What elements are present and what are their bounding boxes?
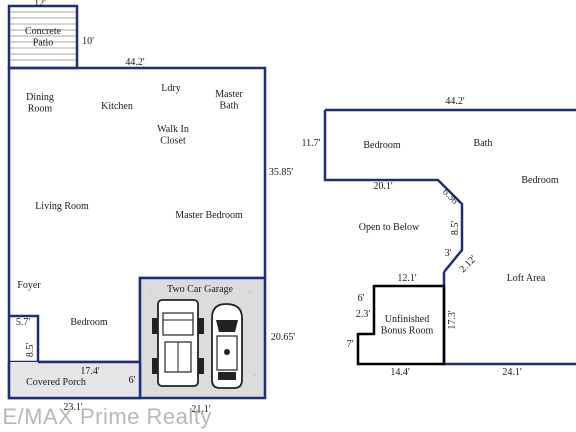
upper-bottom-right-label: 24.1'	[502, 367, 522, 378]
bottom-left-width-label: 23.1'	[63, 402, 83, 413]
bonus-step-label: 6'	[358, 293, 365, 304]
kitchen-label: Kitchen	[101, 101, 133, 112]
covered-porch-label: Covered Porch	[26, 377, 86, 388]
label-line: Bonus Room	[381, 326, 434, 337]
porch-width-label: 17.4'	[80, 366, 100, 377]
porch-depth-label: 6'	[129, 375, 136, 386]
ledge-label: 20.1'	[373, 181, 393, 192]
patio-depth-label: 10'	[82, 36, 94, 47]
label-line: Concrete	[25, 26, 62, 37]
watermark-label: RE/MAX Prime Realty	[0, 404, 212, 429]
label-line: Dining	[26, 92, 54, 103]
loft-outline	[442, 272, 576, 366]
label-line: Bath	[220, 101, 239, 112]
label-line: Master	[215, 89, 243, 100]
bonus-room-outline	[356, 284, 446, 366]
bonus-width-label: 12.1'	[397, 273, 417, 284]
top-width-label: 44.2'	[125, 57, 145, 68]
label-line: Patio	[33, 38, 54, 49]
upper-top-width-label: 44.2'	[445, 96, 465, 107]
second-floor-outline	[323, 108, 576, 273]
label-line: Closet	[160, 136, 186, 147]
loft-label: Loft Area	[507, 273, 546, 284]
second-floor-plan	[323, 108, 576, 366]
porch-floor	[9, 362, 140, 398]
bonus-depth-label: 17.3'	[447, 310, 458, 330]
bonus-left-label: 7'	[347, 339, 354, 350]
porch-outline	[7, 362, 142, 400]
laundry-label: Ldry	[161, 83, 180, 94]
garage-label: Two Car Garage	[167, 284, 233, 295]
open-to-below-label: Open to Below	[359, 222, 420, 233]
living-room-label: Living Room	[35, 201, 89, 212]
patio-hatch	[10, 11, 76, 61]
closet-depth-label: 8.5'	[25, 343, 36, 358]
car-left-icon	[152, 299, 204, 387]
stair-width-label: 3'	[445, 248, 452, 259]
first-floor-plan	[7, 4, 267, 400]
upper-bottom-left-label: 14.4'	[390, 367, 410, 378]
label-line: Room	[28, 104, 53, 115]
bedroom-label: Bedroom	[70, 317, 107, 328]
car-right-icon	[211, 303, 243, 389]
label-line: Unfinished	[385, 314, 429, 325]
upper-bedroom-left-label: Bedroom	[363, 140, 400, 151]
stair-depth-label: 8.5'	[450, 221, 461, 236]
upper-left-side-label: 11.7'	[302, 138, 321, 149]
label-line: Walk In	[157, 124, 189, 135]
garage-side-label: 20.65'	[271, 332, 296, 343]
patio-width-label: 12'	[34, 0, 46, 9]
second-floor-labels: 44.2' 11.7' Bedroom Bath Bedroom 20.1' 6…	[302, 96, 559, 378]
upper-bedroom-right-label: Bedroom	[521, 175, 558, 186]
master-bedroom-label: Master Bedroom	[175, 210, 243, 221]
watermark-text: RE/MAX Prime Realty	[0, 404, 260, 432]
stair-offset-label: 2.12'	[458, 253, 480, 275]
closet-width-label: 5.7'	[16, 317, 31, 328]
foyer-label: Foyer	[17, 280, 41, 291]
right-side-label: 35.85'	[269, 167, 294, 178]
diagonal-label: 6.36'	[440, 187, 462, 209]
upper-bath-label: Bath	[474, 138, 493, 149]
bonus-step-depth-label: 2.3'	[356, 309, 371, 320]
garage-width-label: 21.1'	[191, 404, 211, 415]
